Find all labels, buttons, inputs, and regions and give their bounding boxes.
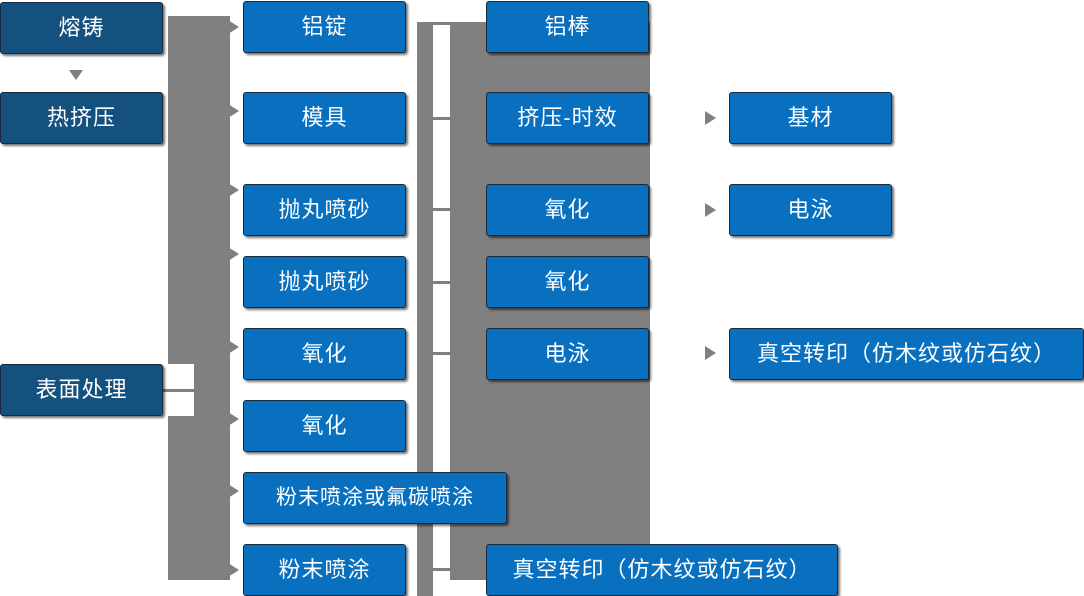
arrow-to-shot-blasting-2 bbox=[228, 247, 239, 261]
process-node-oxidation-4-label: 氧化 bbox=[544, 268, 591, 294]
output-node-base-material-label: 基材 bbox=[787, 104, 834, 130]
stage-node-hot-extrusion[interactable]: 热挤压 bbox=[0, 92, 163, 144]
connector-surface-stem bbox=[162, 389, 194, 392]
arrow-to-aluminium-ingot bbox=[228, 20, 239, 34]
material-node-powder-coating-label: 粉末喷涂 bbox=[278, 556, 371, 582]
material-node-shot-blasting-1-label: 抛丸喷砂 bbox=[278, 196, 371, 222]
arrow-melting-to-extrusion bbox=[69, 70, 83, 80]
arrow-to-mould bbox=[228, 104, 239, 118]
material-node-oxidation-2[interactable]: 氧化 bbox=[243, 400, 406, 452]
material-node-aluminium-ingot-label: 铝锭 bbox=[301, 13, 348, 39]
connector-left-trunk-lower bbox=[190, 364, 230, 580]
material-node-shot-blasting-2[interactable]: 抛丸喷砂 bbox=[243, 256, 406, 308]
output-node-base-material[interactable]: 基材 bbox=[729, 92, 892, 144]
connector-tick-3 bbox=[425, 208, 457, 211]
connector-tick-1 bbox=[425, 22, 457, 25]
output-node-electrophoresis-2-label: 电泳 bbox=[787, 196, 834, 222]
material-node-powder-coating[interactable]: 粉末喷涂 bbox=[243, 544, 406, 596]
material-node-mould-label: 模具 bbox=[301, 104, 348, 130]
connector-tick-4 bbox=[425, 281, 457, 284]
material-node-aluminium-ingot[interactable]: 铝锭 bbox=[243, 1, 406, 53]
connector-middle-narrow-bar bbox=[417, 22, 433, 492]
arrow-to-shot-blasting-1 bbox=[228, 183, 239, 197]
process-node-aluminium-bar[interactable]: 铝棒 bbox=[486, 1, 649, 53]
process-node-electrophoresis-1[interactable]: 电泳 bbox=[486, 328, 649, 380]
output-node-electrophoresis-2[interactable]: 电泳 bbox=[729, 184, 892, 236]
process-node-aluminium-bar-label: 铝棒 bbox=[544, 13, 591, 39]
process-node-vacuum-transfer-1[interactable]: 真空转印（仿木纹或仿石纹） bbox=[486, 544, 838, 596]
material-node-shot-blasting-2-label: 抛丸喷砂 bbox=[278, 268, 371, 294]
arrow-to-oxidation-2 bbox=[228, 412, 239, 426]
material-node-oxidation-1[interactable]: 氧化 bbox=[243, 328, 406, 380]
arrow-to-powder-coating bbox=[228, 563, 239, 577]
arrow-to-electrophoresis-2 bbox=[705, 203, 716, 217]
process-node-electrophoresis-1-label: 电泳 bbox=[544, 340, 591, 366]
stage-node-melting-label: 熔铸 bbox=[58, 14, 105, 40]
output-node-vacuum-transfer-2[interactable]: 真空转印（仿木纹或仿石纹） bbox=[729, 328, 1084, 380]
process-node-extrusion-aging[interactable]: 挤压-时效 bbox=[486, 92, 649, 144]
connector-tick-2 bbox=[425, 117, 457, 120]
process-node-extrusion-aging-label: 挤压-时效 bbox=[517, 104, 618, 130]
connector-middle-narrow-bar-lower bbox=[417, 510, 433, 596]
stage-node-melting[interactable]: 熔铸 bbox=[0, 2, 163, 54]
stage-node-surface-treatment-label: 表面处理 bbox=[35, 376, 128, 402]
stage-node-hot-extrusion-label: 热挤压 bbox=[46, 104, 116, 130]
process-node-oxidation-4[interactable]: 氧化 bbox=[486, 256, 649, 308]
process-node-oxidation-3[interactable]: 氧化 bbox=[486, 184, 649, 236]
output-node-vacuum-transfer-2-label: 真空转印（仿木纹或仿石纹） bbox=[756, 340, 1056, 366]
connector-tick-6 bbox=[425, 568, 457, 571]
stage-node-surface-treatment[interactable]: 表面处理 bbox=[0, 364, 163, 416]
arrow-to-vacuum-transfer-2 bbox=[705, 346, 716, 360]
process-node-oxidation-3-label: 氧化 bbox=[544, 196, 591, 222]
material-node-powder-or-fluorocarbon-label: 粉末喷涂或氟碳喷涂 bbox=[276, 486, 474, 510]
process-node-vacuum-transfer-1-label: 真空转印（仿木纹或仿石纹） bbox=[512, 556, 812, 582]
material-node-mould[interactable]: 模具 bbox=[243, 92, 406, 144]
material-node-powder-or-fluorocarbon[interactable]: 粉末喷涂或氟碳喷涂 bbox=[243, 472, 507, 524]
arrow-to-base-material bbox=[705, 111, 716, 125]
arrow-to-oxidation-1 bbox=[228, 340, 239, 354]
material-node-oxidation-1-label: 氧化 bbox=[301, 340, 348, 366]
connector-tick-5 bbox=[425, 352, 457, 355]
arrow-to-powder-fluorocarbon bbox=[228, 484, 239, 498]
material-node-oxidation-2-label: 氧化 bbox=[301, 412, 348, 438]
material-node-shot-blasting-1[interactable]: 抛丸喷砂 bbox=[243, 184, 406, 236]
